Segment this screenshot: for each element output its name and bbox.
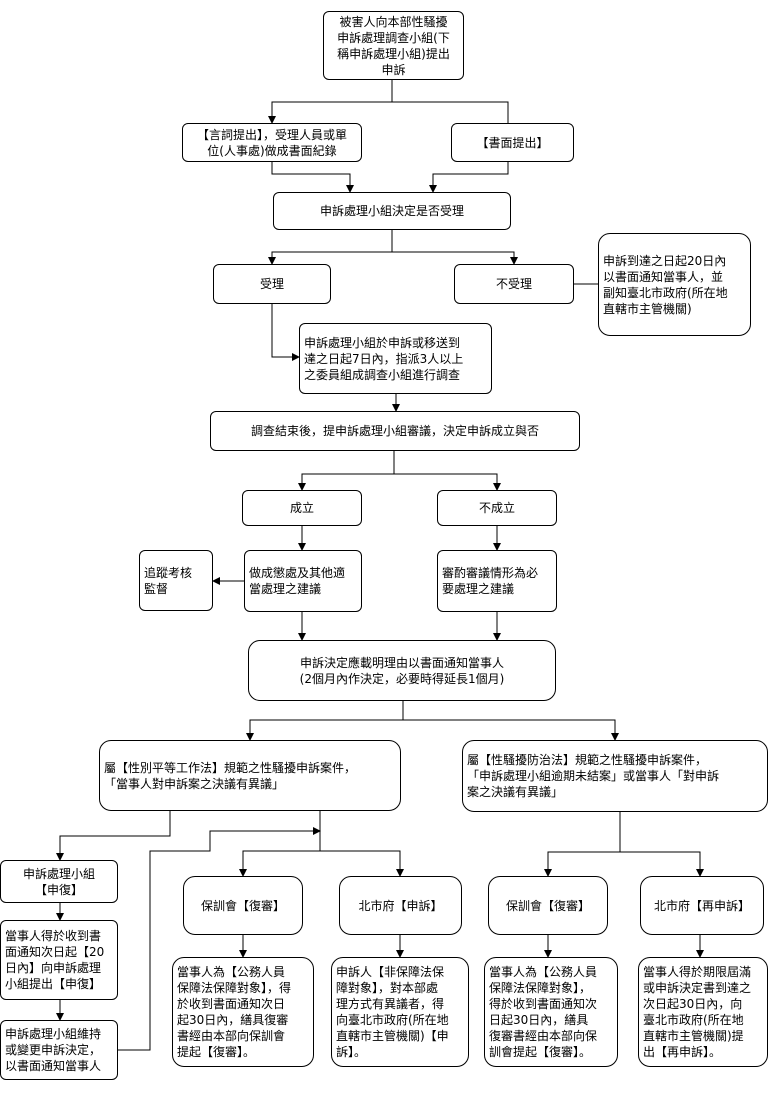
node-track-supervise: 追蹤考核 監督 <box>139 550 213 611</box>
node-written-notice: 申訴決定應載明理由以書面通知當事人 (2個月內作決定，必要時得延長1個月) <box>248 640 556 701</box>
node-taipei-reappeal: 北市府【再申訴】 <box>640 876 764 935</box>
node-decide-acceptance: 申訴處理小組決定是否受理 <box>273 192 511 230</box>
node-written-submission: 【書面提出】 <box>451 123 574 162</box>
node-reapply-detail: 當事人得於收到書 面通知次日起【20 日內】向申訴處理 小組提出【申復】 <box>0 920 118 1000</box>
node-oral-submission: 【言詞提出】，受理人員或單 位(人事處)做成書面紀錄 <box>182 123 362 162</box>
node-reapply-result: 申訴處理小組維持 或變更申訴決定， 以書面通知當事人 <box>0 1020 118 1080</box>
node-assign-investigation: 申訴處理小組於申訴或移送到 達之日起7日內，指派3人以上 之委員組成調查小組進行… <box>299 323 492 394</box>
node-ptb-detail-2: 當事人為【公務人員 保障法保障對象】， 得於收到書面通知次 日起30日內，繕具 … <box>484 957 618 1067</box>
node-reject: 不受理 <box>454 264 574 304</box>
node-taipei-appeal-detail: 申訴人【非保障法保 障對象】，對本部處 理方式有異議者，得 向臺北市政府(所在地… <box>331 957 469 1067</box>
node-ptb-review-1: 保訓會【復審】 <box>183 876 303 935</box>
node-gender-equality-case: 屬【性別平等工作法】規範之性騷擾申訴案件， 「當事人對申訴案之決議有異議」 <box>99 740 401 811</box>
node-reject-notice: 申訴到達之日起20日內 以書面通知當事人，並 副知臺北市政府(所在地 直轄市主管… <box>598 233 751 336</box>
node-accept: 受理 <box>213 264 331 304</box>
node-start: 被害人向本部性騷擾 申訴處理調查小組(下 稱申訴處理小組)提出 申訴 <box>323 11 464 80</box>
node-review: 調查結束後，提申訴處理小組審議，決定申訴成立與否 <box>210 411 580 451</box>
node-discipline-suggestion: 做成懲處及其他適 當處理之建議 <box>244 550 362 612</box>
node-not-established: 不成立 <box>437 490 557 526</box>
node-taipei-appeal: 北市府【申訴】 <box>339 876 462 935</box>
node-harassment-prevention-case: 屬【性騷擾防治法】規範之性騷擾申訴案件， 「申訴處理小組逾期未結案」或當事人「對… <box>462 740 768 812</box>
node-consider-suggestion: 審酌審議情形為必 要處理之建議 <box>437 550 557 612</box>
node-established: 成立 <box>242 490 362 526</box>
node-ptb-detail-1: 當事人為【公務人員 保障法保障對象】，得 於收到書面通知次日 起30日內，繕具復… <box>172 957 314 1067</box>
node-reapply-group: 申訴處理小組 【申復】 <box>0 860 118 903</box>
node-taipei-reappeal-detail: 當事人得於期限屆滿 或申訴決定書到達之 次日起30日內，向 臺北市政府(所在地 … <box>638 957 768 1067</box>
node-ptb-review-2: 保訓會【復審】 <box>488 876 608 935</box>
